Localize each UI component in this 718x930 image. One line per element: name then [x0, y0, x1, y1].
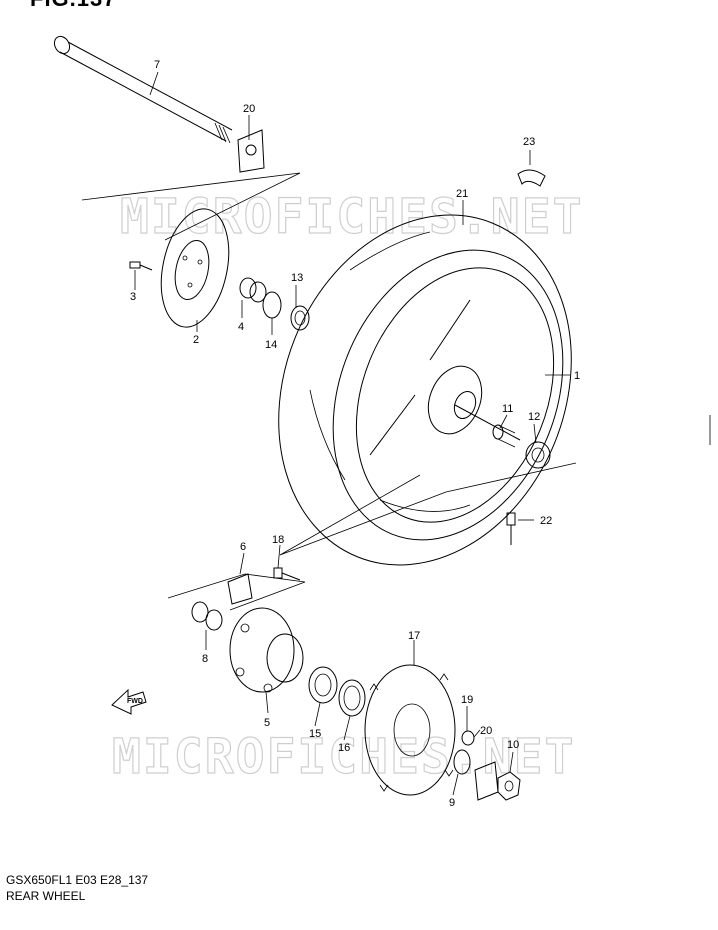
label-part-4: 4 — [238, 321, 244, 333]
label-part-20-bottom: 20 — [480, 725, 492, 737]
wheel-damper — [227, 573, 253, 605]
clip-part — [517, 169, 546, 187]
forward-direction-arrow: FWD — [111, 688, 147, 715]
label-part-6: 6 — [240, 541, 246, 553]
label-part-10: 10 — [507, 739, 519, 751]
watermark-bottom: MICROFICHES.NET — [112, 729, 575, 785]
sprocket-nut-part — [461, 730, 475, 746]
rear-tire-and-wheel — [278, 214, 572, 566]
hub-bolt — [273, 567, 301, 581]
label-part-1: 1 — [574, 370, 580, 382]
oil-seal-part — [262, 291, 282, 319]
label-part-19: 19 — [461, 694, 473, 706]
diagram-name-caption: REAR WHEEL — [6, 889, 86, 903]
label-leaders — [134, 71, 570, 796]
label-part-20-top: 20 — [243, 103, 255, 115]
hub-spacer — [191, 601, 223, 631]
brake-disc — [160, 208, 230, 328]
label-part-15: 15 — [309, 728, 321, 740]
label-part-3: 3 — [130, 291, 136, 303]
right-bearing-part — [525, 441, 551, 469]
label-part-8: 8 — [202, 653, 208, 665]
label-part-21: 21 — [456, 188, 468, 200]
chain-adjuster-top — [237, 129, 265, 173]
rear-sprocket — [364, 664, 456, 796]
wheel-leader-lines — [279, 462, 577, 556]
spacer-part — [239, 277, 267, 303]
disc-bolt — [129, 261, 153, 271]
label-part-12: 12 — [528, 411, 540, 423]
hub-leader-lines — [167, 573, 306, 611]
wheel-bearing-part — [290, 305, 310, 331]
label-part-5: 5 — [264, 717, 270, 729]
fwd-label: FWD — [127, 698, 143, 705]
hub-oil-seal — [338, 679, 366, 717]
label-part-18: 18 — [272, 534, 284, 546]
label-part-13: 13 — [291, 272, 303, 284]
label-part-11: 11 — [502, 403, 513, 415]
label-part-23: 23 — [523, 136, 535, 148]
label-part-7: 7 — [154, 59, 160, 71]
label-part-14: 14 — [265, 339, 277, 351]
label-part-2: 2 — [193, 334, 199, 346]
hub-bearing — [308, 666, 338, 704]
tire-valve — [506, 512, 516, 545]
diagram-code-caption: GSX650FL1 E03 E28_137 — [6, 873, 149, 887]
label-part-22: 22 — [540, 515, 552, 527]
label-part-17: 17 — [408, 630, 420, 642]
axle-part — [53, 35, 233, 144]
label-part-9: 9 — [449, 797, 455, 809]
label-part-16: 16 — [338, 742, 350, 754]
figure-title: FIG.137 — [30, 0, 116, 12]
sprocket-drum — [229, 607, 304, 693]
axle-leader-lines — [81, 172, 301, 241]
watermark-top: MICROFICHES.NET — [120, 189, 583, 245]
